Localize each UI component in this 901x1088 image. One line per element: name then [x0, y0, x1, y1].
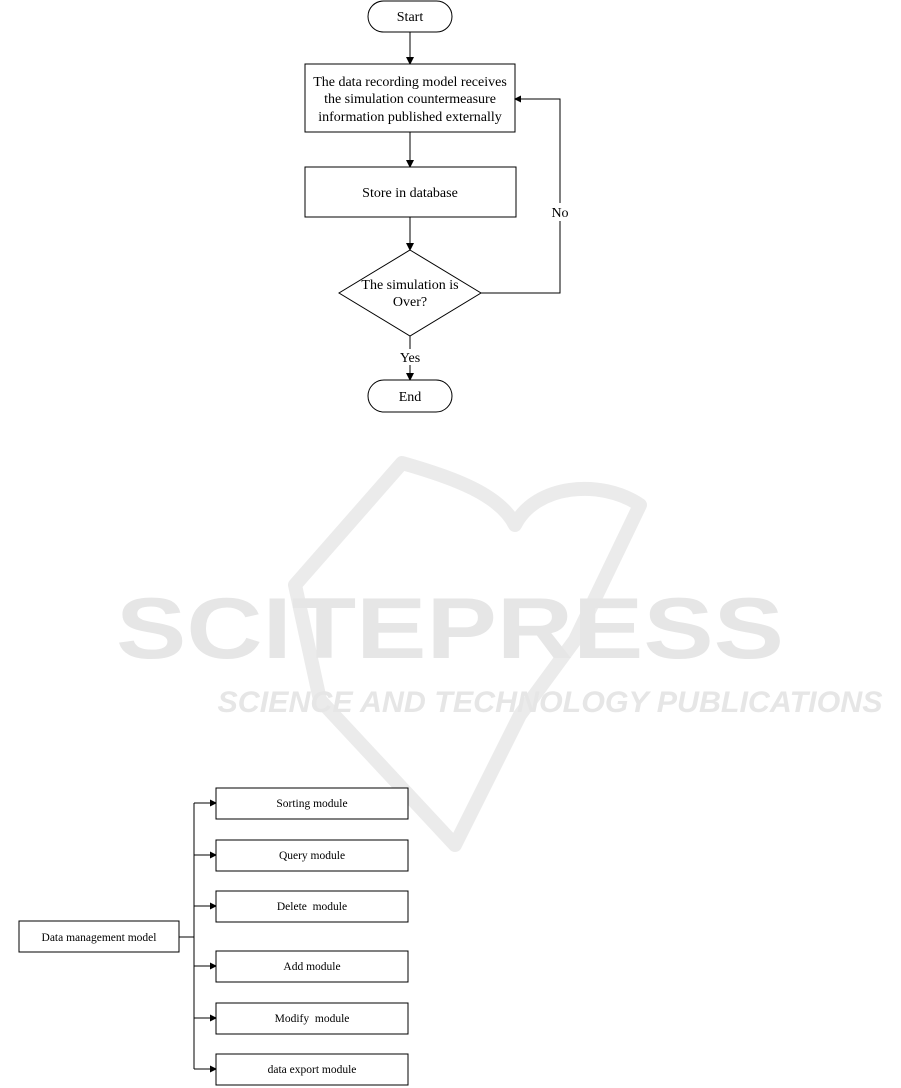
watermark-subtitle: SCIENCE AND TECHNOLOGY PUBLICATIONS: [218, 686, 883, 719]
data-management-root-label: Data management model: [42, 932, 157, 944]
data-export-module-box: [215, 1053, 409, 1086]
query-module-label: Query module: [279, 850, 345, 862]
end-label: End: [399, 390, 422, 405]
add-module-label: Add module: [283, 961, 340, 973]
flowchart: Start The data recording model receives …: [304, 0, 573, 413]
data-export-module-label: data export module: [268, 1064, 357, 1076]
start-label: Start: [397, 10, 424, 25]
sorting-module-box: [215, 787, 409, 820]
receive-info-line-3: information published externally: [318, 110, 502, 125]
receive-info-line-2: the simulation countermeasure: [324, 92, 496, 107]
decision-line-1: The simulation is: [361, 278, 458, 293]
watermark: SCITEPRESS SCIENCE AND TECHNOLOGY PUBLIC…: [116, 456, 883, 852]
sorting-module-label: Sorting module: [276, 798, 347, 810]
delete-module-box: [215, 890, 409, 923]
modify-module-label: Modify module: [275, 1013, 350, 1025]
watermark-title: SCITEPRESS: [116, 581, 784, 677]
management-tree: Data management model Sorting module Que…: [18, 787, 409, 1086]
decision-line-2: Over?: [393, 295, 427, 310]
add-module-box: [215, 950, 409, 983]
yes-label-bg: [396, 349, 424, 365]
watermark-book-shape: [288, 456, 647, 852]
query-module-box: [215, 839, 409, 872]
end-terminator: [367, 379, 453, 413]
receive-info-box: [304, 63, 516, 133]
delete-module-label: Delete module: [277, 901, 347, 913]
modify-module-box: [215, 1002, 409, 1035]
yes-label: Yes: [400, 351, 420, 366]
no-label: No: [551, 206, 568, 221]
store-database-label: Store in database: [362, 186, 458, 201]
no-loop-connector: [481, 95, 561, 294]
simulation-over-decision: [338, 249, 482, 337]
store-database-box: [304, 166, 517, 218]
no-label-bg: [547, 203, 573, 221]
receive-info-line-1: The data recording model receives: [313, 75, 507, 90]
